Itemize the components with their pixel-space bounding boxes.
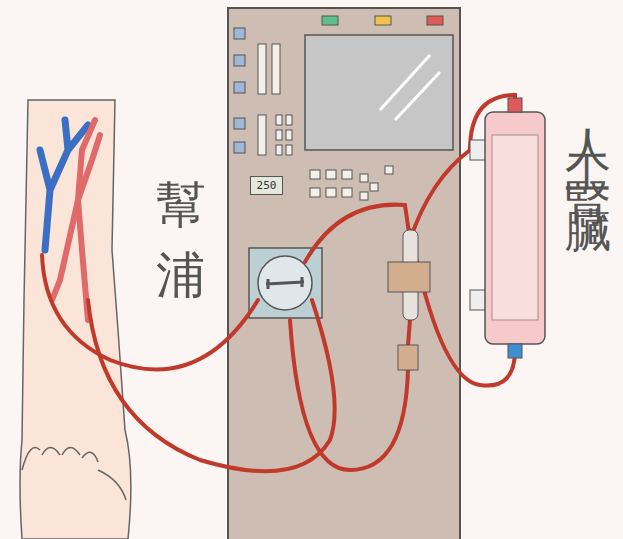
- rotor-arm: [266, 277, 304, 289]
- sensor: [398, 345, 418, 370]
- display-value: 250: [257, 179, 277, 192]
- sliders: [258, 44, 292, 155]
- keypad: [310, 166, 393, 200]
- dialyzer-port: [508, 344, 522, 358]
- dialyzer-port: [508, 98, 522, 112]
- counter-display: 250: [250, 176, 283, 195]
- screen: [305, 35, 453, 150]
- status-light: [375, 16, 391, 25]
- dialyzer: [485, 112, 545, 344]
- pump-housing: [249, 248, 322, 318]
- pump-rotor: [258, 256, 312, 310]
- hand-outline: [22, 448, 126, 501]
- side-buttons: [234, 28, 245, 153]
- artery: [52, 120, 100, 320]
- part-label: 幫浦: [148, 140, 215, 280]
- clamp: [388, 262, 430, 292]
- dialysis-machine: [228, 8, 460, 539]
- status-light: [427, 16, 443, 25]
- dialyzer-core: [492, 135, 538, 320]
- blood-tubing: [42, 95, 515, 471]
- status-light: [322, 16, 338, 25]
- screen-glare: [380, 55, 440, 120]
- part-label: 人工腎臟: [558, 92, 620, 196]
- forearm: [20, 100, 131, 539]
